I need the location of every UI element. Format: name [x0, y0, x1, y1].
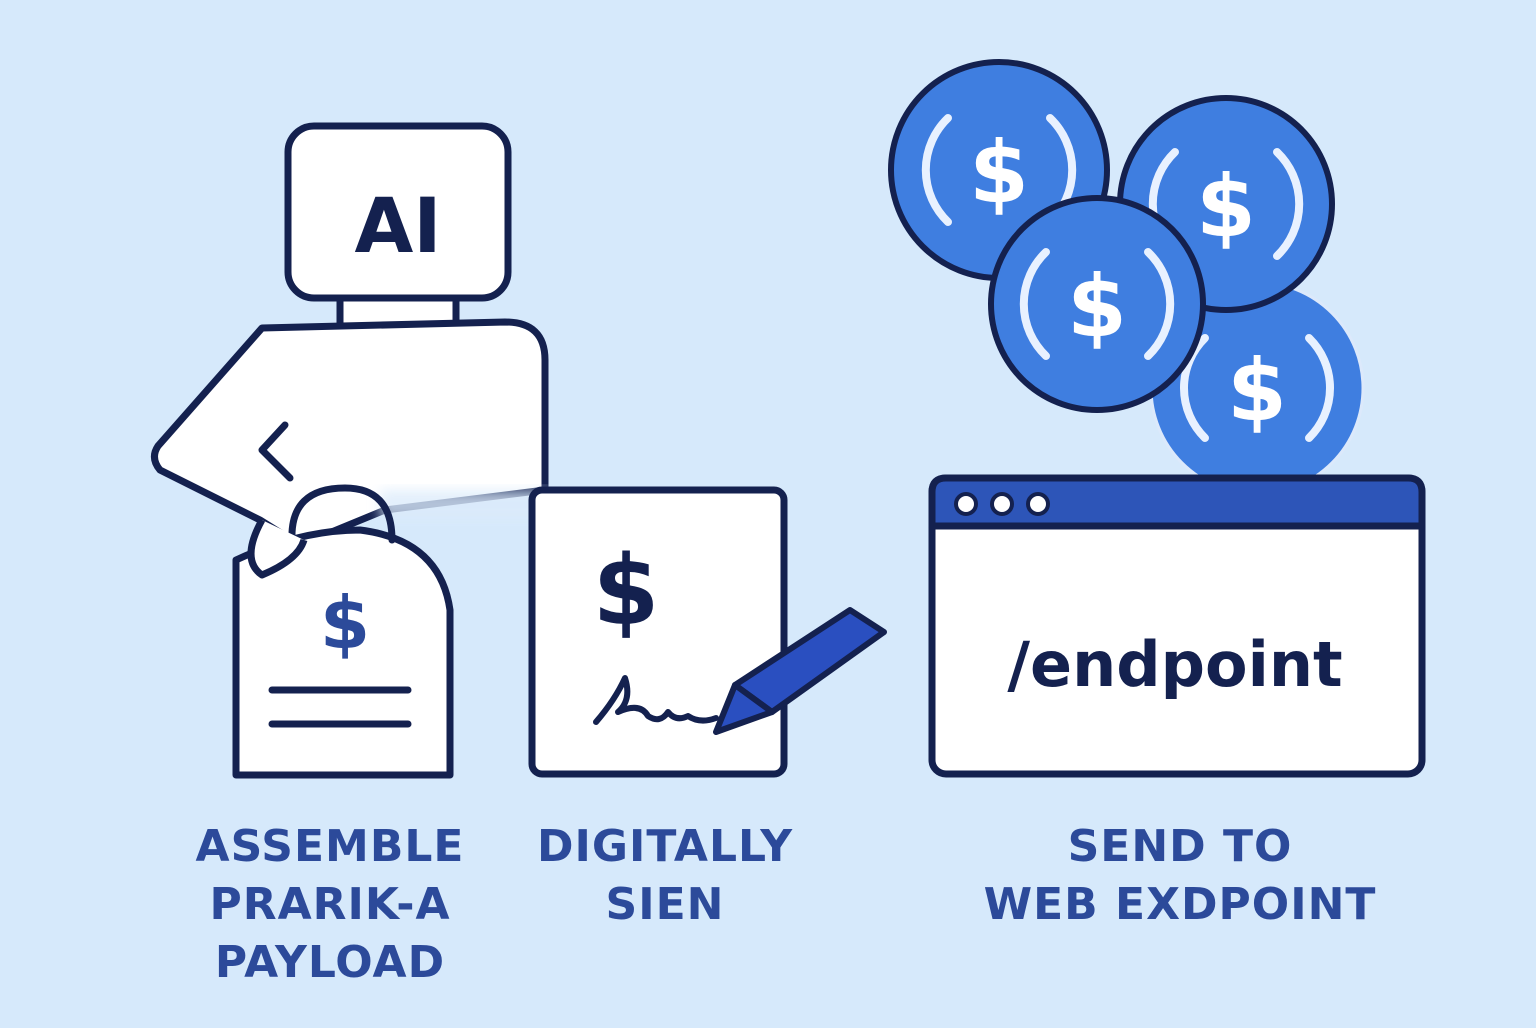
signed-document-icon: $: [528, 486, 887, 778]
coin-icon: $: [988, 195, 1206, 413]
step-caption-sign: DIGITALLY SIEN: [500, 818, 830, 934]
document-dollar: $: [593, 535, 660, 647]
coin-stack-icon: $ $ $ $: [888, 59, 1365, 496]
robot-head: [284, 122, 512, 302]
step-caption-send: SEND TO WEB EXDPOINT: [930, 818, 1430, 934]
window-dot-icon: [990, 492, 1014, 516]
caption-line: PAYLOAD: [214, 937, 446, 988]
money-bag-icon: $: [232, 484, 454, 779]
endpoint-path: /endpoint: [1007, 628, 1342, 701]
caption-line: WEB EXDPOINT: [983, 879, 1377, 930]
caption-line: ASSEMBLE: [195, 821, 465, 872]
caption-line: SEND TO: [1067, 821, 1293, 872]
window-dot-icon: [954, 492, 978, 516]
window-dot-icon: [1026, 492, 1050, 516]
pen-icon: [713, 607, 887, 735]
caption-line: SIEN: [605, 879, 725, 930]
svg-text:$: $: [1067, 257, 1127, 357]
step-caption-assemble: ASSEMBLE PRARIK-A PAYLOAD: [150, 818, 510, 992]
svg-text:$: $: [1227, 341, 1287, 441]
money-bag-dollar: $: [320, 581, 370, 665]
caption-line: DIGITALLY: [536, 821, 794, 872]
coin-icon: $: [1149, 280, 1365, 496]
ai-robot-icon: AI: [151, 122, 550, 549]
robot-head-label: AI: [354, 181, 441, 270]
caption-line: PRARIK-A: [209, 879, 451, 930]
robot-body: [151, 318, 549, 549]
svg-text:$: $: [1196, 157, 1256, 257]
svg-text:$: $: [969, 123, 1029, 223]
browser-window-icon: /endpoint: [928, 474, 1426, 778]
signature-scribble: [593, 675, 719, 725]
